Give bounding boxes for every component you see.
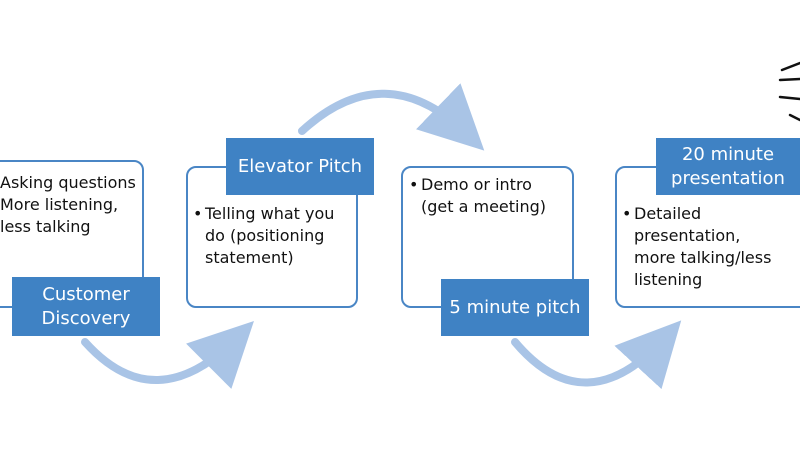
stage-label-customer-discovery: Customer Discovery	[12, 277, 160, 336]
curved-arrow-icon	[511, 320, 682, 390]
bullet-item: Telling what you do (positioning stateme…	[193, 203, 353, 269]
stage-label-elevator-pitch: Elevator Pitch	[226, 138, 374, 195]
stage-bullets-customer-discovery: Asking questions More listening, less ta…	[0, 172, 138, 238]
bullet-item: Asking questions	[0, 172, 138, 194]
bullet-item: Detailed presentation, more talking/less…	[622, 203, 782, 291]
stage-label-text: 20 minute presentation	[671, 143, 785, 189]
stage-bullets-20-minute-presentation: Detailed presentation, more talking/less…	[622, 203, 782, 291]
bullet-item: More listening, less talking	[0, 194, 138, 238]
stage-label-text: Customer Discovery	[41, 283, 131, 329]
curved-arrow-icon	[298, 83, 485, 151]
stage-label-text: Elevator Pitch	[237, 155, 363, 177]
curved-arrow-icon	[81, 321, 254, 389]
stage-label-5-minute-pitch: 5 minute pitch	[441, 279, 589, 336]
stage-label-text: 5 minute pitch	[449, 296, 581, 318]
bullet-item: Demo or intro (get a meeting)	[409, 174, 569, 218]
stage-label-20-minute-presentation: 20 minute presentation	[656, 138, 800, 195]
stage-bullets-elevator-pitch: Telling what you do (positioning stateme…	[193, 203, 353, 269]
stage-bullets-5-minute-pitch: Demo or intro (get a meeting)	[409, 174, 569, 218]
